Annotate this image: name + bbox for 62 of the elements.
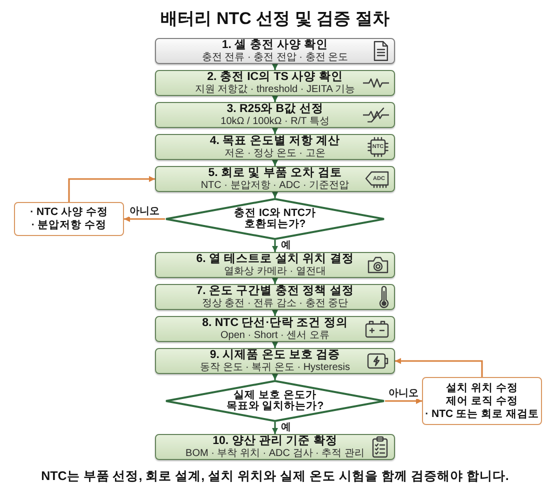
caption-text: NTC는 부품 선정, 회로 설계, 설치 위치와 실제 온도 시험을 함께 검증해야 합니다. (41, 468, 509, 485)
arrow (272, 342, 278, 348)
process-box (155, 166, 395, 192)
revision-item: · 분압저항 수정 (31, 219, 107, 232)
step-title: 2. 충전 IC의 TS 사양 확인 (207, 70, 343, 84)
step-title: 5. 회로 및 부품 오차 검토 (208, 166, 342, 180)
revision-item: 제어 로직 수정 (446, 394, 518, 408)
process-box (155, 70, 395, 96)
process-box (155, 102, 395, 128)
step-detail: BOM · 부착 위치 · ADC 검사 · 추적 관리 (186, 448, 364, 460)
edge-label: 아니오 (128, 206, 160, 217)
decision-text: 실제 보호 온도가 목표와 일치하는가? (225, 390, 325, 412)
decision-diamond (165, 198, 385, 240)
step-title: 6. 열 테스트로 설치 위치 결정 (196, 252, 354, 266)
step-title: 1. 셀 충전 사양 확인 (222, 38, 328, 52)
arrow (272, 128, 278, 134)
edge-label: 아니오 (388, 388, 420, 399)
arrow (272, 374, 278, 380)
step-detail: 정상 충전 · 전류 감소 · 충전 중단 (202, 298, 348, 310)
step-title: 9. 시제품 온도 보호 검증 (210, 348, 340, 362)
diagram-title: 배터리 NTC 선정 및 검증 절차 (160, 8, 390, 30)
decision-diamond (165, 380, 385, 422)
arrow (272, 240, 278, 252)
revision-box (14, 202, 124, 236)
arrow (272, 310, 278, 316)
edge-label: 예 (280, 422, 292, 433)
step-detail: 열화상 카메라 · 열전대 (224, 266, 326, 278)
step-detail: NTC · 분압저항 · ADC · 기준전압 (200, 180, 350, 192)
arrow (272, 64, 278, 70)
revision-box (422, 377, 542, 425)
process-box (155, 284, 395, 310)
arrow (272, 422, 278, 434)
arrow (272, 278, 278, 284)
step-detail: Open · Short · 센서 오류 (220, 330, 330, 342)
arrow (272, 96, 278, 102)
step-detail: 지원 저항값 · threshold · JEITA 기능 (194, 84, 356, 96)
process-box (155, 38, 395, 64)
process-box (155, 252, 395, 278)
revision-item: 설치 위치 수정 (446, 382, 518, 394)
step-title: 4. 목표 온도별 저항 계산 (210, 134, 340, 148)
arrow (272, 160, 278, 166)
revision-item: · NTC 또는 회로 재검토 (425, 408, 539, 420)
step-title: 8. NTC 단선·단락 조건 정의 (202, 316, 348, 330)
process-box (155, 348, 395, 374)
arrow (68, 176, 155, 202)
process-box (155, 434, 395, 460)
edge-label: 예 (280, 240, 292, 251)
step-title: 7. 온도 구간별 충전 정책 설정 (196, 284, 354, 298)
step-title: 10. 양산 관리 기준 확정 (212, 434, 338, 448)
revision-item: · NTC 사양 수정 (30, 206, 108, 219)
step-detail: 동작 온도 · 복귀 온도 · Hysteresis (200, 362, 350, 374)
arrow (395, 358, 483, 377)
step-detail: 저온 · 정상 온도 · 고온 (224, 148, 326, 160)
step-detail: 충전 전류 · 충전 전압 · 충전 온도 (202, 52, 348, 64)
step-title: 3. R25와 B값 선정 (226, 102, 324, 116)
arrow (272, 192, 278, 198)
decision-text: 충전 IC와 NTC가 호환되는가? (233, 208, 317, 230)
arrow (124, 216, 165, 222)
step-detail: 10kΩ / 100kΩ · R/T 특성 (220, 116, 330, 128)
process-box (155, 134, 395, 160)
arrow (385, 398, 422, 404)
process-box (155, 316, 395, 342)
